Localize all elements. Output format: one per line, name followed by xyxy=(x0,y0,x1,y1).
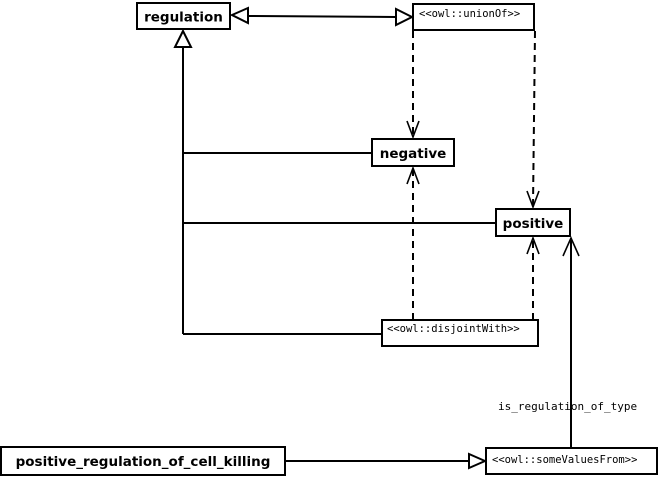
edge-disjointwith-to-positive xyxy=(526,235,540,320)
edge-label-is-regulation-of-type: is_regulation_of_type xyxy=(498,400,637,413)
node-disjoint-with-label: <<owl::disjointWith>> xyxy=(387,323,520,335)
node-positive[interactable]: positive xyxy=(495,208,571,237)
edge-cellkilling-to-somevaluesfrom xyxy=(285,452,488,470)
node-disjoint-with[interactable]: <<owl::disjointWith>> xyxy=(381,319,539,347)
node-regulation-label: regulation xyxy=(144,10,223,26)
node-some-values-from-label: <<owl::someValuesFrom>> xyxy=(492,454,637,466)
edge-unionof-to-negative xyxy=(406,31,420,140)
edge-subclass-trunk-to-regulation xyxy=(173,28,193,334)
node-negative-label: negative xyxy=(380,146,447,162)
node-regulation[interactable]: regulation xyxy=(136,2,231,30)
edge-somevaluesfrom-to-positive xyxy=(562,236,580,448)
edge-unionof-to-positive xyxy=(526,30,540,210)
edge-unionof-to-regulation xyxy=(229,6,415,27)
node-union-of-label: <<owl::unionOf>> xyxy=(419,8,520,20)
node-some-values-from[interactable]: <<owl::someValuesFrom>> xyxy=(485,447,658,475)
edge-disjointwith-to-negative xyxy=(406,165,420,320)
node-cell-killing[interactable]: positive_regulation_of_cell_killing xyxy=(0,446,286,476)
node-positive-label: positive xyxy=(503,216,564,232)
node-cell-killing-label: positive_regulation_of_cell_killing xyxy=(16,454,271,470)
node-negative[interactable]: negative xyxy=(371,138,455,167)
node-union-of[interactable]: <<owl::unionOf>> xyxy=(412,3,535,31)
